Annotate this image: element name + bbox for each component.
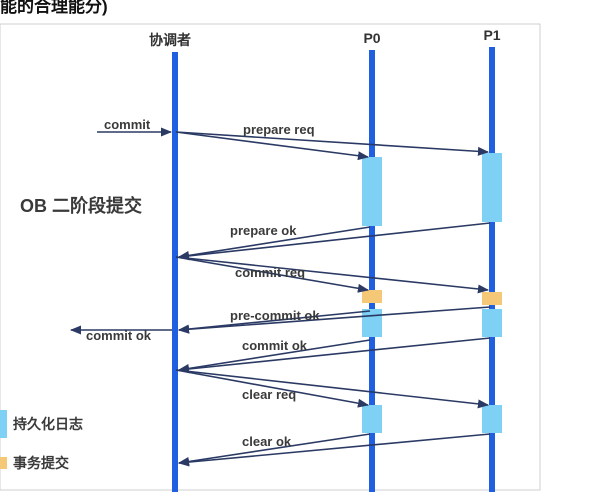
diagram-title: OB 二阶段提交: [20, 195, 142, 216]
pre-commit-ok-arrow-p0: [177, 310, 371, 334]
pre-commit-ok-label: pre-commit ok: [230, 308, 320, 323]
prepare-ok-label: prepare ok: [230, 223, 297, 238]
p0-persist-log-block-3: [362, 405, 382, 433]
p1-persist-log-block-1: [482, 153, 502, 222]
p1-lifeline: [489, 47, 495, 492]
clear-req-arrow-p1: [175, 369, 490, 409]
top-caption: 能的合理能分): [0, 0, 108, 16]
legend-txn-commit-swatch: [0, 457, 7, 469]
p1-label: P1: [483, 27, 500, 43]
clear-req-label: clear req: [242, 387, 296, 402]
legend-persist-log-label: 持久化日志: [13, 416, 83, 432]
legend-persist-log-swatch: [0, 410, 7, 438]
prepare-req-label: prepare req: [243, 122, 315, 137]
commit-req-arrow-p1: [175, 256, 490, 294]
p0-persist-log-block-1: [362, 157, 382, 226]
prepare-ok-arrow-p0: [177, 226, 371, 260]
commit-ok-arrow-p0: [177, 339, 371, 373]
prepare-ok-arrow-p1: [177, 222, 491, 261]
commit-label: commit: [104, 117, 151, 132]
clear-ok-arrow-p0: [177, 433, 371, 466]
p1-txn-commit-block: [482, 292, 502, 305]
p0-txn-commit-block: [362, 290, 382, 303]
commit-req-arrow-p0: [175, 256, 370, 293]
coordinator-label: 协调者: [149, 32, 191, 48]
legend-txn-commit-label: 事务提交: [13, 455, 69, 471]
prepare-req-arrow-p0: [175, 131, 370, 161]
pre-commit-ok-arrow-p1: [177, 306, 491, 334]
commit-ok-label: commit ok: [242, 338, 308, 353]
p0-label: P0: [363, 30, 380, 46]
p1-persist-log-block-2: [482, 309, 502, 337]
commit-req-label: commit req: [235, 265, 305, 280]
clear-ok-arrow-p1: [177, 433, 491, 467]
p1-persist-log-block-3: [482, 405, 502, 433]
commit-ok-client-label: commit ok: [86, 328, 152, 343]
diagram-frame: [0, 23, 541, 491]
clear-ok-label: clear ok: [242, 434, 292, 449]
coordinator-lifeline: [172, 52, 178, 492]
p0-persist-log-block-2: [362, 309, 382, 337]
clear-req-arrow-p0: [175, 369, 370, 408]
commit-ok-arrow-p1: [177, 337, 491, 374]
p0-lifeline: [369, 50, 375, 492]
prepare-req-arrow-p1: [175, 131, 490, 156]
